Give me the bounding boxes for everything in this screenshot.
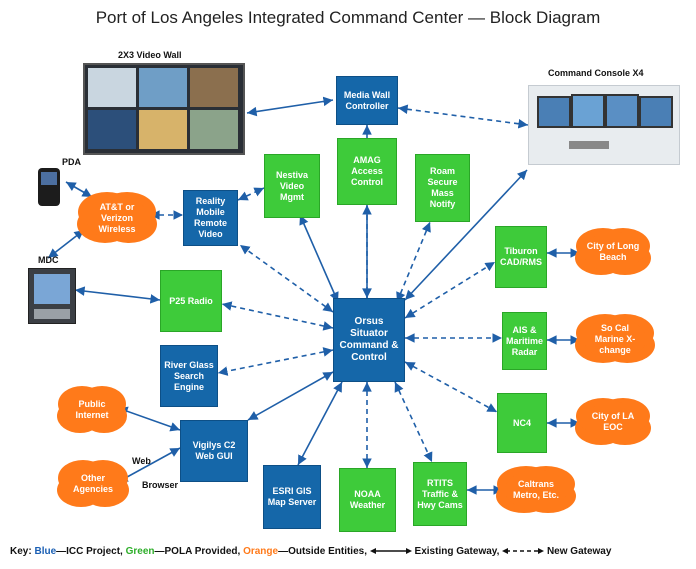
link-orsus-p25 xyxy=(221,301,334,331)
long-beach-cloud: City of Long Beach xyxy=(584,232,642,272)
link-orsus-rtits xyxy=(394,381,433,463)
existing-gateway-arrow-icon xyxy=(369,548,412,555)
river-glass-node: River Glass Search Engine xyxy=(160,345,218,407)
key-existing: Existing Gateway, xyxy=(414,546,500,557)
tiburon-node: Tiburon CAD/RMS xyxy=(495,226,547,288)
web-label: Web xyxy=(132,456,151,466)
mdc-label: MDC xyxy=(38,255,59,265)
key-blue-desc: —ICC Project, xyxy=(56,546,123,557)
p25-radio-node: P25 Radio xyxy=(160,270,222,332)
link-agencies-vigilys xyxy=(117,447,181,483)
public-internet-cloud: Public Internet xyxy=(66,390,118,430)
link-orsus-esri xyxy=(297,381,343,466)
video-wall-image xyxy=(83,63,245,155)
media-wall-controller-node: Media Wall Controller xyxy=(336,76,398,125)
caltrans-cloud: Caltrans Metro, Etc. xyxy=(505,470,567,510)
browser-label: Browser xyxy=(142,480,179,490)
key-orange-desc: —Outside Entities, xyxy=(278,546,367,557)
nc4-node: NC4 xyxy=(497,393,547,453)
other-agencies-cloud: Other Agencies xyxy=(66,464,120,504)
vigilys-node: Vigilys C2 Web GUI xyxy=(180,420,248,482)
nestiva-node: Nestiva Video Mgmt xyxy=(264,154,320,218)
key-green: Green xyxy=(125,546,155,557)
command-console-image xyxy=(528,85,680,165)
roam-secure-node: Roam Secure Mass Notify xyxy=(415,154,470,222)
noaa-weather-node: NOAA Weather xyxy=(339,468,396,532)
key-green-desc: —POLA Provided, xyxy=(154,546,241,557)
link-orsus-reality xyxy=(239,244,334,313)
att-verizon-cloud: AT&T or Verizon Wireless xyxy=(86,196,148,240)
link-pda-att xyxy=(65,181,93,198)
link-internet-vigilys xyxy=(117,406,181,432)
key-new: New Gateway xyxy=(546,546,612,557)
link-orsus-nc4 xyxy=(404,361,498,413)
link-orsus-roam xyxy=(396,221,431,303)
link-media-console xyxy=(397,104,529,129)
link-videowall-media xyxy=(246,96,334,117)
link-orsus-vigilys xyxy=(247,371,334,421)
la-eoc-cloud: City of LA EOC xyxy=(584,402,642,442)
command-console-label: Command Console X4 xyxy=(548,68,644,78)
legend-key: Key: Blue—ICC Project, Green—POLA Provid… xyxy=(10,546,611,557)
link-orsus-nestiva xyxy=(299,214,339,303)
key-blue: Blue xyxy=(34,546,57,557)
mdc-device-image xyxy=(28,268,76,324)
link-mdc-p25 xyxy=(74,286,161,304)
socal-marine-cloud: So Cal Marine X-change xyxy=(584,318,646,360)
esri-node: ESRI GIS Map Server xyxy=(263,465,321,529)
rtits-node: RTITS Traffic & Hwy Cams xyxy=(413,462,467,526)
pda-device-image xyxy=(38,168,60,206)
diagram-title: Port of Los Angeles Integrated Command C… xyxy=(95,8,601,27)
reality-mobile-node: Reality Mobile Remote Video xyxy=(183,190,238,246)
video-wall-label: 2X3 Video Wall xyxy=(118,50,182,60)
orsus-situator-node: Orsus Situator Command & Control xyxy=(333,298,405,382)
link-reality-nestiva xyxy=(237,187,265,201)
key-orange: Orange xyxy=(243,546,279,557)
link-orsus-riverglass xyxy=(217,347,334,376)
link-mdc-att xyxy=(47,229,85,259)
link-orsus-tiburon xyxy=(404,261,496,319)
amag-node: AMAG Access Control xyxy=(337,138,397,205)
key-prefix: Key: xyxy=(10,546,32,557)
new-gateway-arrow-icon xyxy=(502,548,545,555)
ais-radar-node: AIS & Maritime Radar xyxy=(502,312,547,370)
pda-label: PDA xyxy=(62,157,82,167)
